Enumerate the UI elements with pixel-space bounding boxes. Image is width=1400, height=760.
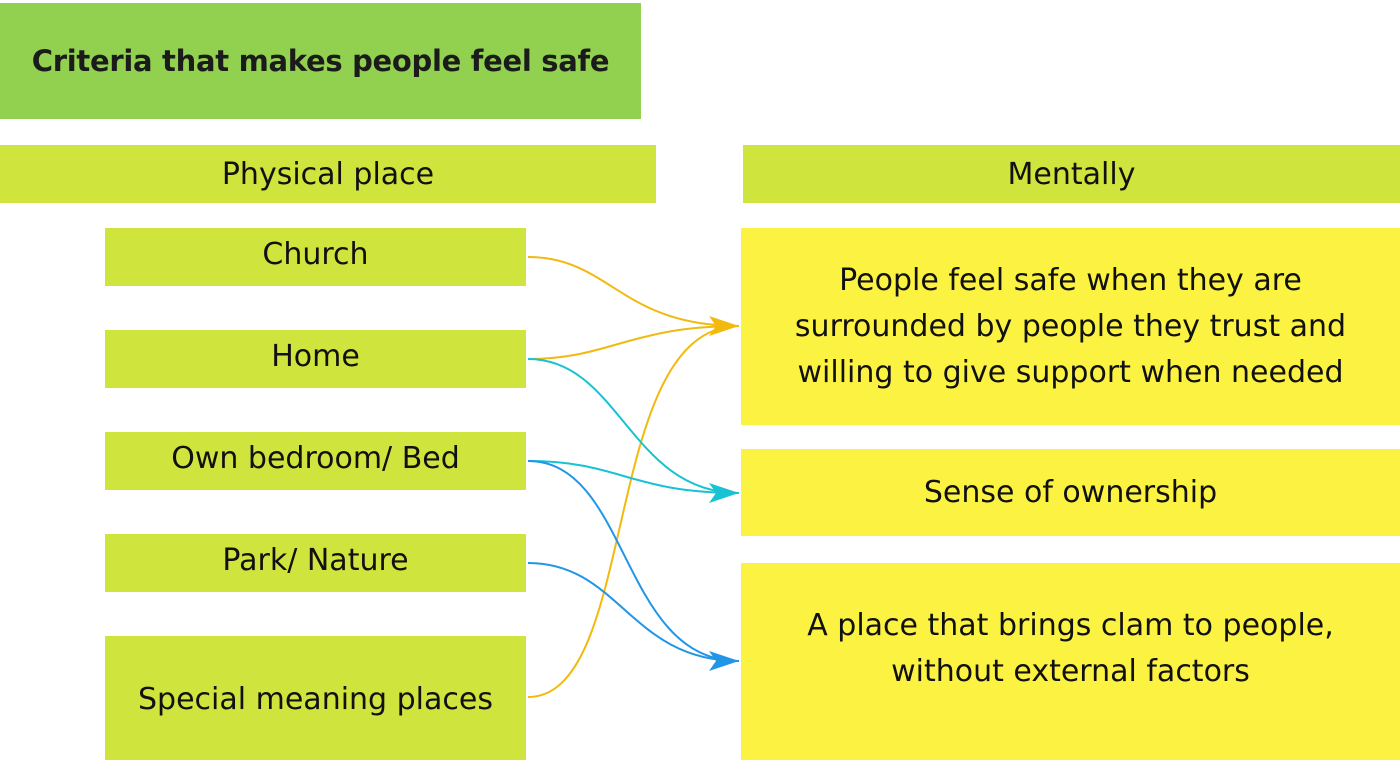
connector-park-to-calm	[527, 562, 740, 671]
connector-special-to-trust	[527, 316, 740, 698]
place-own-bedroom: Own bedroom/ Bed	[105, 432, 526, 490]
connector-church-to-trust	[527, 256, 740, 327]
header-physical-place: Physical place	[0, 145, 656, 203]
place-home: Home	[105, 330, 526, 388]
place-park-nature: Park/ Nature	[105, 534, 526, 592]
connector-bedroom-to-ownership	[527, 460, 740, 503]
place-church: Church	[105, 228, 526, 286]
criterion-ownership: Sense of ownership	[741, 449, 1400, 536]
criterion-trusted-people: People feel safe when they are surrounde…	[741, 228, 1400, 425]
criterion-calm-place: A place that brings clam to people, with…	[741, 563, 1400, 760]
diagram-title: Criteria that makes people feel safe	[31, 44, 610, 78]
connector-bedroom-to-calm	[527, 460, 740, 662]
connector-home-to-ownership	[527, 358, 740, 494]
header-mentally: Mentally	[743, 145, 1400, 203]
connector-home-to-trust	[527, 325, 740, 360]
place-special-meaning: Special meaning places	[105, 636, 526, 760]
diagram-title-box: Criteria that makes people feel safe	[0, 3, 641, 119]
